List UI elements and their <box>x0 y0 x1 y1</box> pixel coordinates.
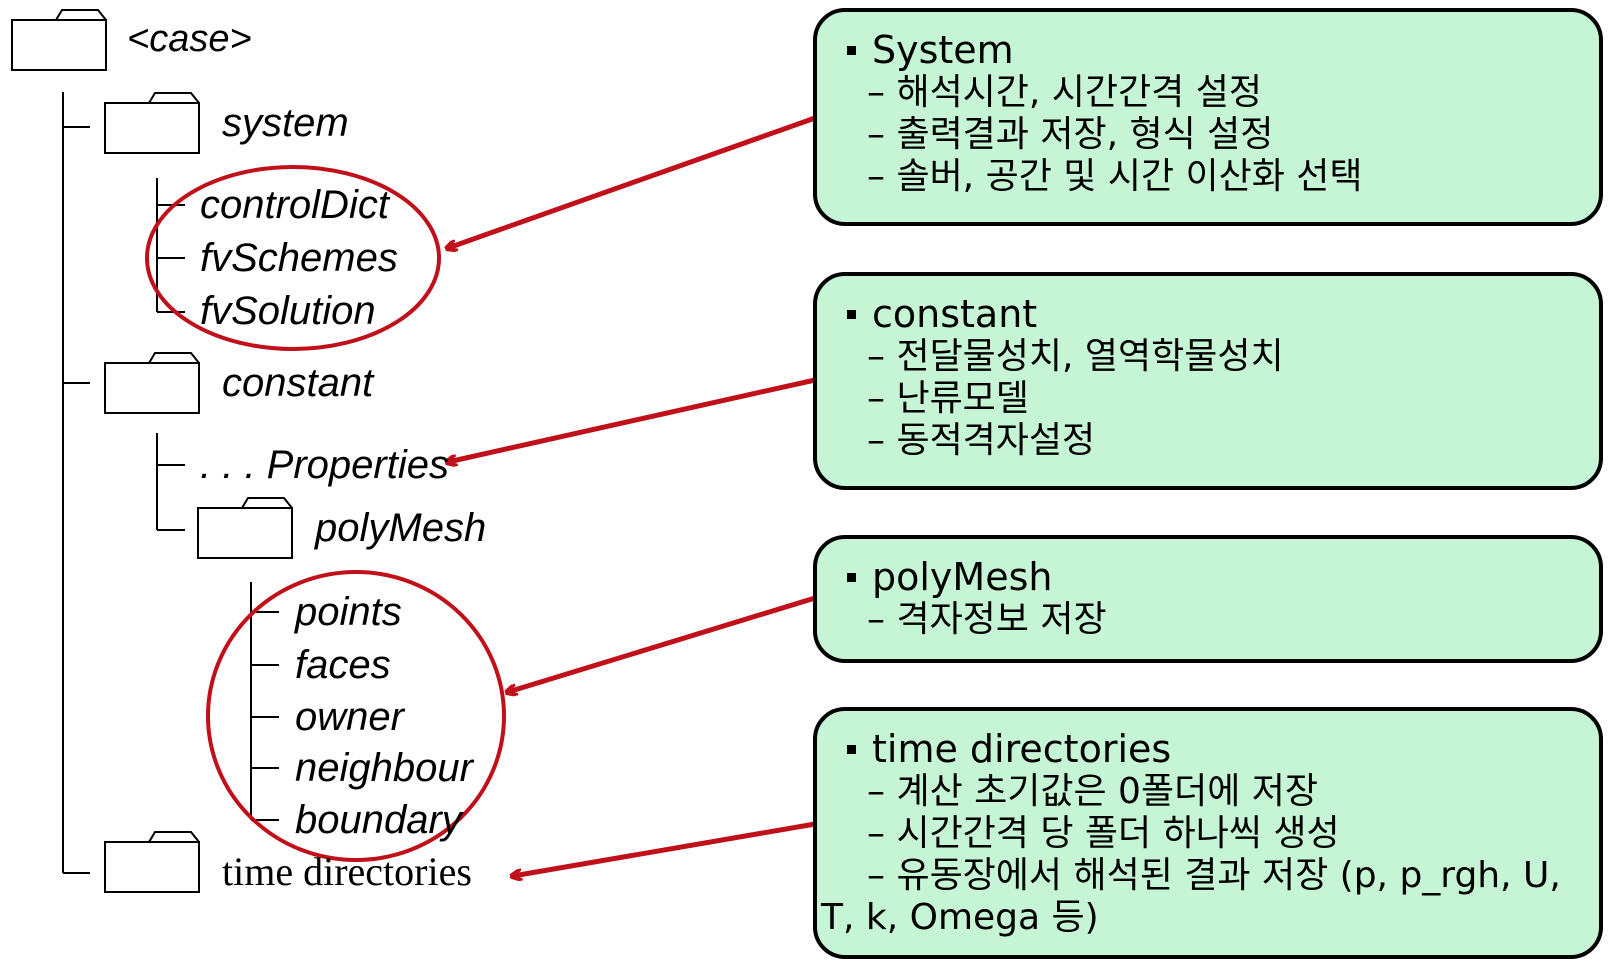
tree-faces-label: faces <box>295 643 391 687</box>
arrow-constant <box>448 377 816 462</box>
note-polymesh-line: – 격자정보 저장 <box>867 599 1107 640</box>
tree-system-label: system <box>222 101 349 145</box>
note-polymesh-title: polyMesh <box>872 555 1053 599</box>
note-time-title-row: time directories <box>847 727 1579 771</box>
note-system-line: – 해석시간, 시간간격 설정 <box>867 72 1262 113</box>
folder-icon-case <box>11 9 107 71</box>
note-constant-line: – 난류모델 <box>867 378 1029 419</box>
tree-constant-label: constant <box>222 361 374 405</box>
tree-root-label: <case> <box>127 18 252 60</box>
folder-icon-constant <box>104 352 200 414</box>
note-time-line: – 시간간격 당 폴더 하나씩 생성 <box>867 813 1340 854</box>
tree-time-directories-label: time directories <box>222 849 472 894</box>
folder-icon-time <box>104 831 200 893</box>
tree-owner-label: owner <box>295 695 404 739</box>
tree-fvschemes-label: fvSchemes <box>200 236 398 280</box>
note-box-time-directories: time directories – 계산 초기값은 0폴더에 저장 – 시간간… <box>813 707 1603 959</box>
note-time-line: – 유동장에서 해석된 결과 저장 (p, p_rgh, U, T, k, Om… <box>821 855 1561 938</box>
note-system-title: System <box>872 28 1014 72</box>
tree-boundary-label: boundary <box>295 798 462 842</box>
arrow-system <box>448 115 816 248</box>
arrow-time-directories <box>513 821 816 876</box>
tree-neighbour-label: neighbour <box>295 746 473 790</box>
highlight-circle-polymesh-files <box>206 570 506 862</box>
note-box-polymesh: polyMesh – 격자정보 저장 <box>813 535 1603 663</box>
tree-properties-label: . . . Properties <box>200 443 449 487</box>
note-constant-title: constant <box>872 292 1038 336</box>
note-box-system: System – 해석시간, 시간간격 설정 – 출력결과 저장, 형식 설정 … <box>813 8 1603 226</box>
note-constant-line: – 전달물성치, 열역학물성치 <box>867 336 1284 377</box>
note-box-constant: constant – 전달물성치, 열역학물성치 – 난류모델 – 동적격자설정 <box>813 272 1603 490</box>
arrow-polymesh <box>508 595 816 692</box>
note-system-title-row: System <box>847 28 1579 72</box>
tree-polymesh-label: polyMesh <box>315 506 487 550</box>
note-system-line: – 솔버, 공간 및 시간 이산화 선택 <box>867 156 1363 197</box>
bullet-icon <box>847 572 856 582</box>
note-constant-line: – 동적격자설정 <box>867 420 1096 461</box>
note-time-title: time directories <box>872 727 1172 771</box>
tree-points-label: points <box>295 590 402 634</box>
tree-controldict-label: controlDict <box>200 183 389 227</box>
bullet-icon <box>847 744 856 754</box>
folder-icon-polymesh <box>197 497 293 559</box>
note-system-line: – 출력결과 저장, 형식 설정 <box>867 114 1274 155</box>
bullet-icon <box>847 45 856 55</box>
note-time-line: – 계산 초기값은 0폴더에 저장 <box>867 771 1318 812</box>
folder-icon-system <box>104 92 200 154</box>
note-constant-title-row: constant <box>847 292 1579 336</box>
note-polymesh-title-row: polyMesh <box>847 555 1579 599</box>
tree-fvsolution-label: fvSolution <box>200 289 376 333</box>
bullet-icon <box>847 309 856 319</box>
highlight-circle-system-files <box>145 165 441 351</box>
